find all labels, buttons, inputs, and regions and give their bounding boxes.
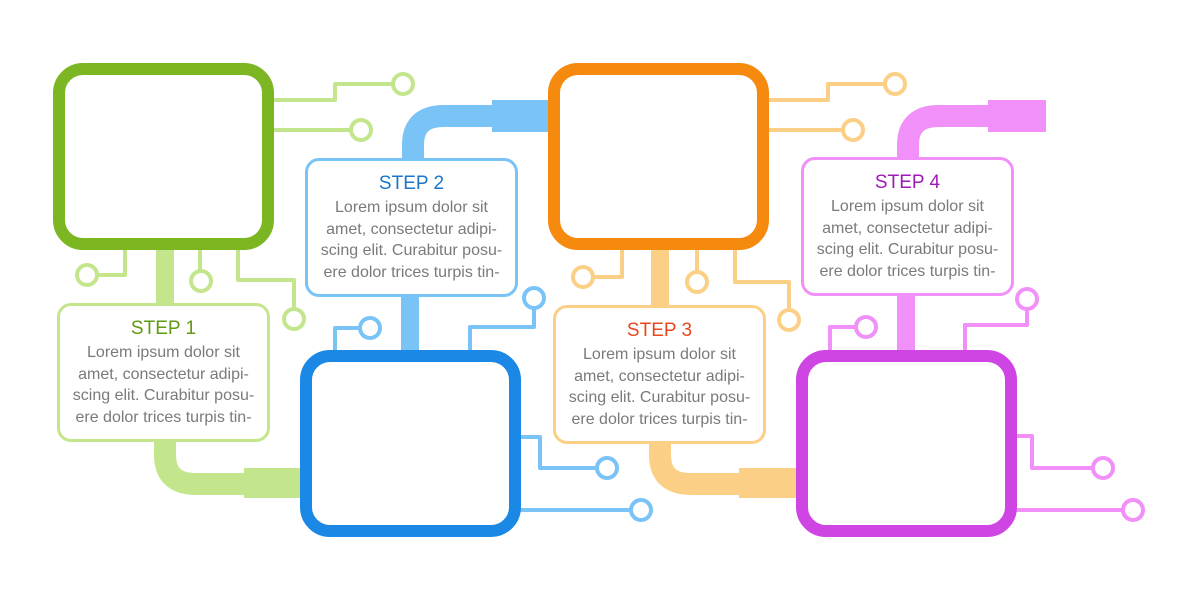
step-2-card: STEP 2 Lorem ipsum dolor sit amet, conse… [305,158,518,297]
step-3-connectors [571,72,907,498]
step-3-card: STEP 3 Lorem ipsum dolor sit amet, conse… [553,305,766,444]
step-4-line: ere dolor trices turpis tin- [819,262,996,280]
step-1-connectors [75,72,415,498]
step-3-frame [548,63,769,250]
step-3-title: STEP 3 [626,320,693,341]
step-2-line: Lorem ipsum dolor sit [335,199,488,216]
step-2-frame [300,350,521,537]
step-4-frame [796,350,1017,537]
step-1-card: STEP 1 Lorem ipsum dolor sit amet, conse… [57,303,270,442]
step-3-plug [739,468,801,498]
step-1-body: Lorem ipsum dolor sit amet, consectetur … [60,342,267,428]
step-4-card: STEP 4 Lorem ipsum dolor sit amet, conse… [801,157,1014,296]
step-4-line: scing elit. Curabitur posu- [816,241,999,258]
step-1-line: amet, consectetur adipi- [78,365,249,383]
step-2-line: amet, consectetur adipi- [326,220,497,238]
step-4-line: Lorem ipsum dolor sit [831,198,984,215]
step-1-frame [53,63,274,250]
step-4-line: amet, consectetur adipi- [822,219,993,237]
step-4-plug [988,100,1046,132]
step-3-line: scing elit. Curabitur posu- [568,389,751,406]
step-2-plug [492,100,554,132]
step-3-line: Lorem ipsum dolor sit [583,346,736,363]
step-2-line: ere dolor trices turpis tin- [323,263,500,281]
step-1-line: scing elit. Curabitur posu- [72,387,255,404]
step-3-body: Lorem ipsum dolor sit amet, consectetur … [556,344,763,430]
step-1-line: Lorem ipsum dolor sit [87,344,240,361]
step-2-title: STEP 2 [378,173,445,194]
step-1-title: STEP 1 [130,318,197,339]
step-2-connectors [333,100,653,522]
step-4-title: STEP 4 [874,172,941,193]
step-4-body: Lorem ipsum dolor sit amet, consectetur … [804,196,1011,282]
step-2-body: Lorem ipsum dolor sit amet, consectetur … [308,197,515,283]
step-3-line: ere dolor trices turpis tin- [571,410,748,428]
step-3-line: amet, consectetur adipi- [574,367,745,385]
step-2-line: scing elit. Curabitur posu- [320,242,503,259]
step-1-plug [244,468,306,498]
step-4-connectors [828,100,1145,522]
step-1-line: ere dolor trices turpis tin- [75,408,252,426]
